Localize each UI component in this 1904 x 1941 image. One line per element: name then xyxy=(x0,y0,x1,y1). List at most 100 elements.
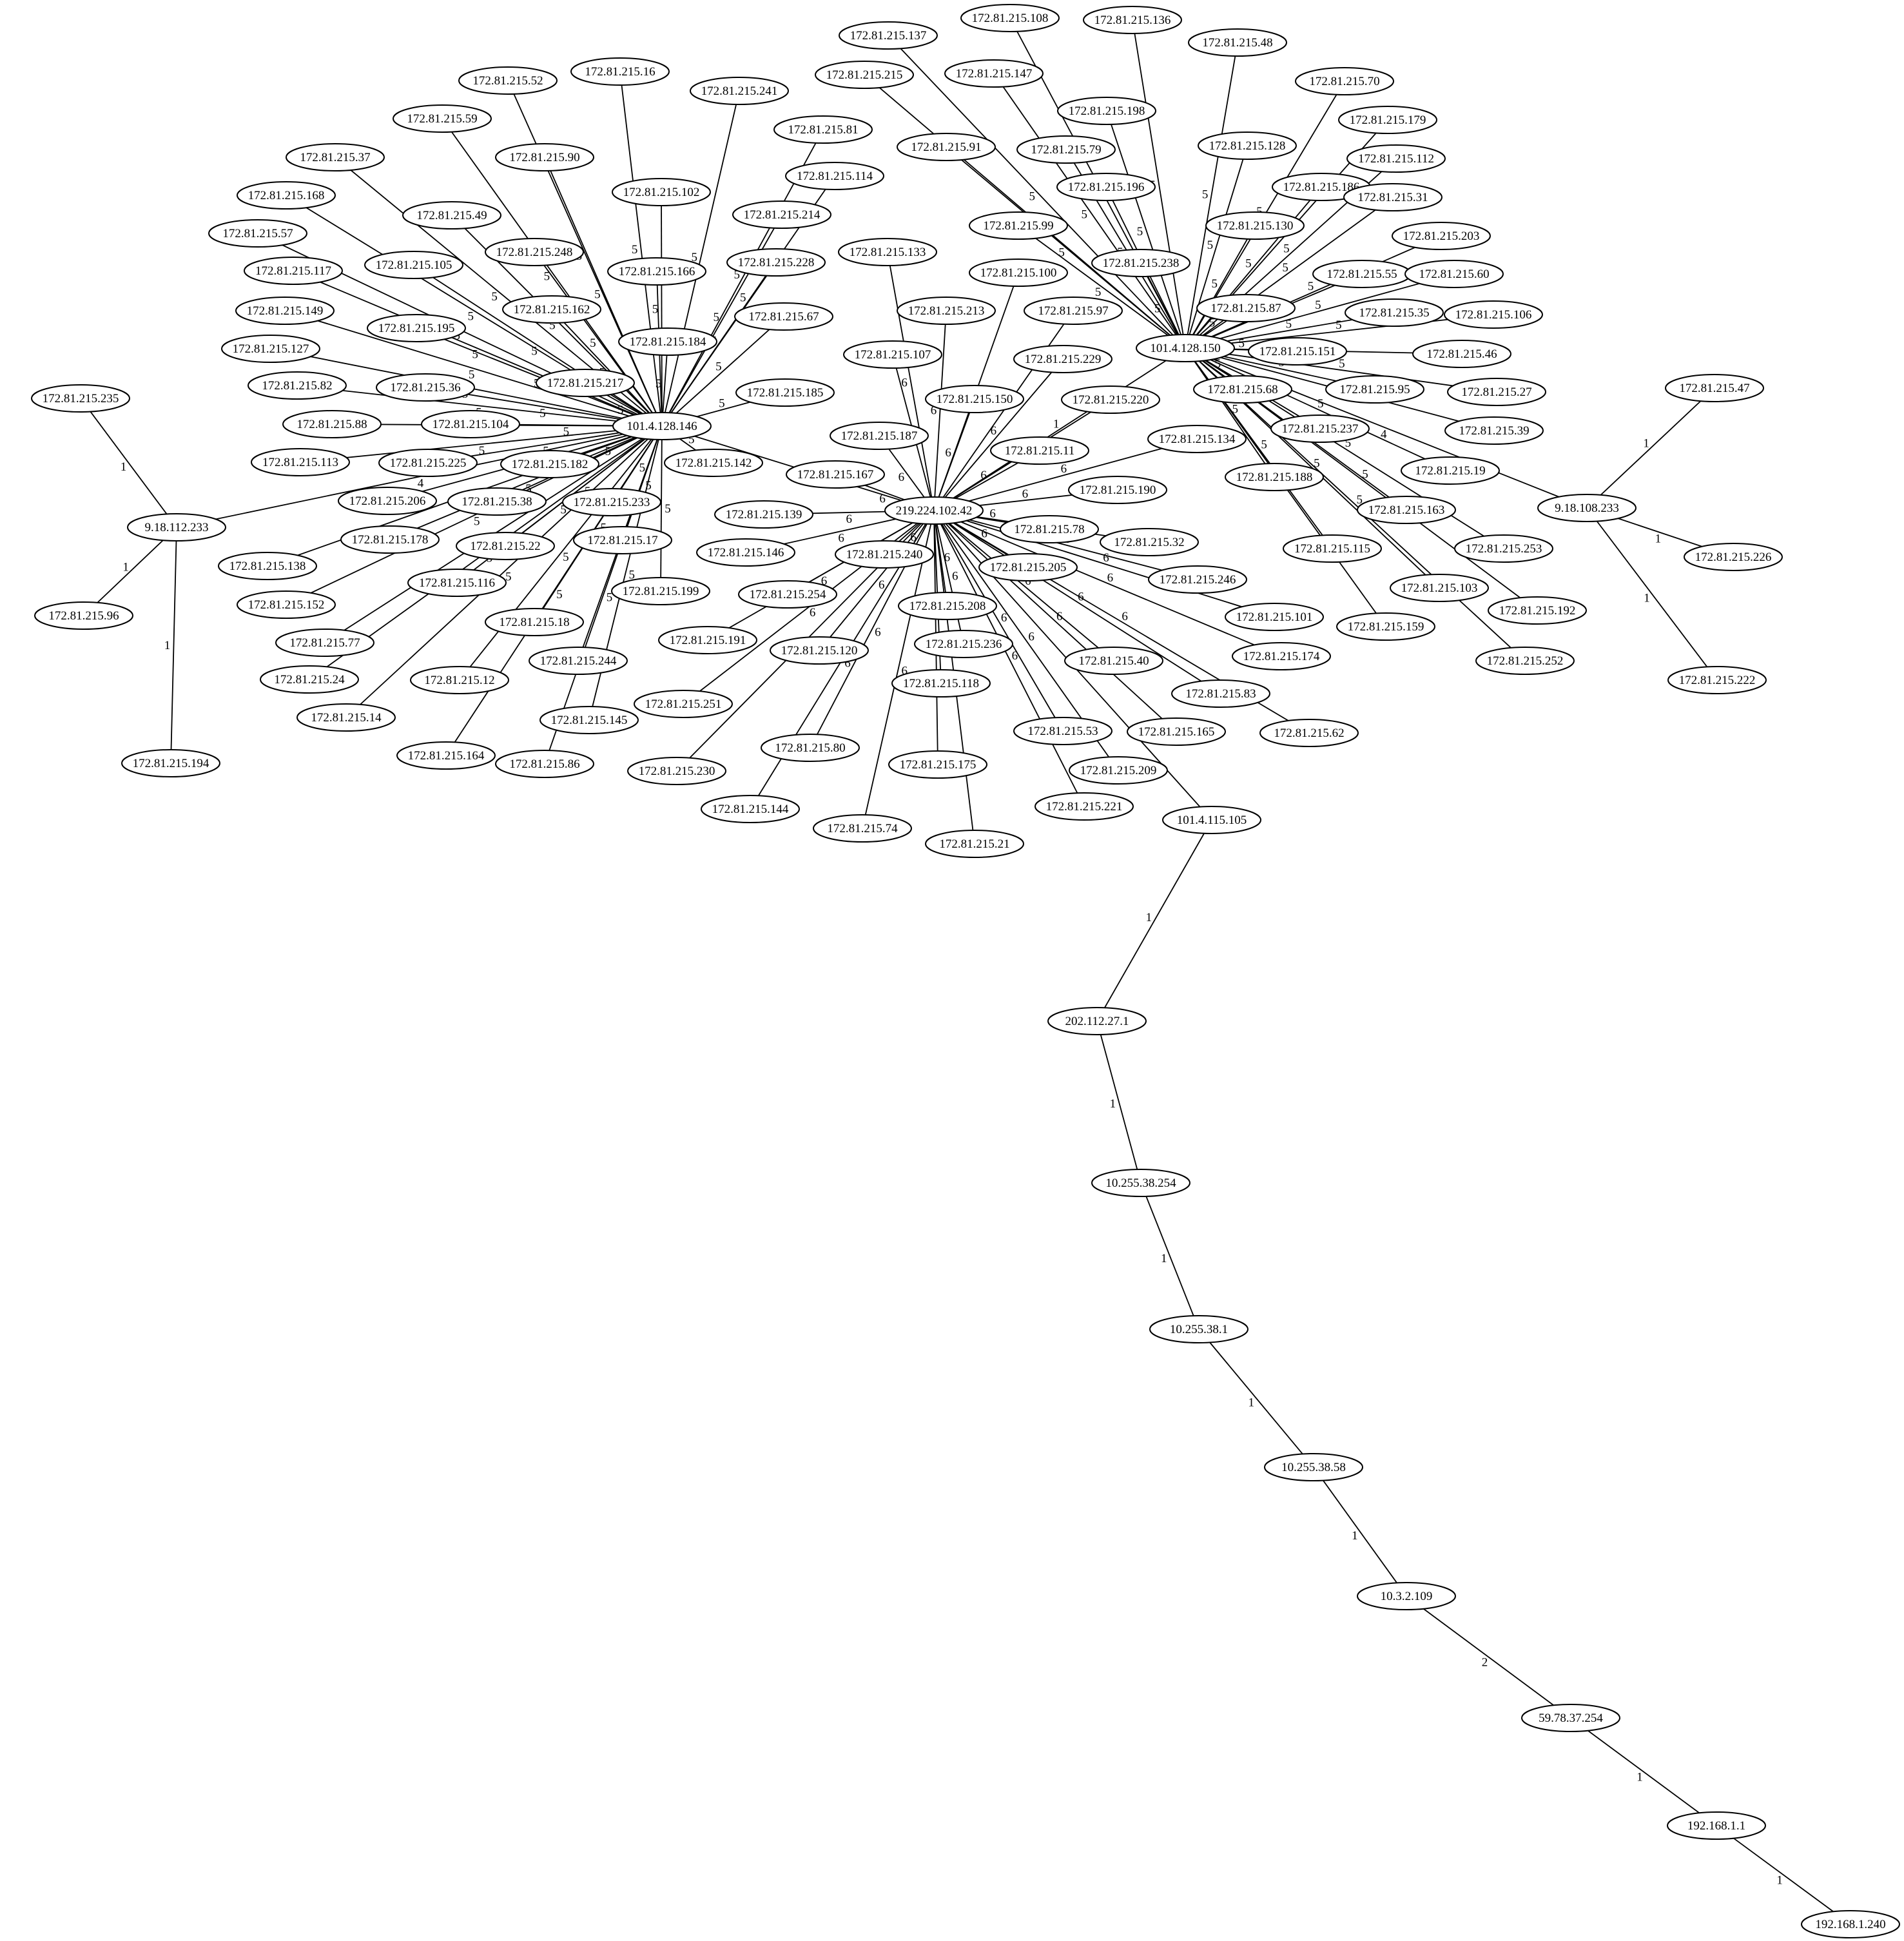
node-ellipse xyxy=(495,750,594,778)
node-label: 172.81.215.163 xyxy=(1368,503,1445,517)
node-101-4-128-150: 101.4.128.150 xyxy=(1136,334,1235,362)
edge-label: 1 xyxy=(121,460,127,474)
node-label: 10.255.38.58 xyxy=(1281,1461,1346,1474)
node-label: 172.81.215.229 xyxy=(1025,353,1102,366)
edge-192-168-1-1-to-192-168-1-240 xyxy=(1716,1825,1851,1925)
node-ellipse xyxy=(1149,1315,1248,1343)
node-172-81-215-248: 172.81.215.248 xyxy=(485,238,584,266)
edge-172-81-215-235-to-9-18-112-233 xyxy=(80,398,177,528)
node-172-81-215-184: 172.81.215.184 xyxy=(618,327,717,356)
node-172-81-215-74: 172.81.215.74 xyxy=(813,814,912,843)
node-172-81-215-68: 172.81.215.68 xyxy=(1193,375,1292,404)
node-172-81-215-106: 172.81.215.106 xyxy=(1444,300,1543,329)
node-172-81-215-209: 172.81.215.209 xyxy=(1069,756,1168,785)
node-label: 172.81.215.205 xyxy=(990,561,1067,574)
edge-label: 5 xyxy=(1345,436,1352,450)
node-ellipse xyxy=(1232,642,1331,670)
node-label: 172.81.215.147 xyxy=(956,67,1033,81)
edge-172-81-215-86-to-101-4-128-146 xyxy=(544,425,663,765)
edge-label: 6 xyxy=(991,424,997,438)
edge-172-81-215-195-to-101-4-128-146 xyxy=(416,327,663,427)
node-172-81-215-118: 172.81.215.118 xyxy=(891,669,991,697)
node-ellipse xyxy=(1401,456,1500,485)
node-label: 10.3.2.109 xyxy=(1381,1590,1433,1603)
node-172-81-215-230: 172.81.215.230 xyxy=(627,757,726,785)
node-label: 172.81.215.130 xyxy=(1217,219,1294,233)
node-ellipse xyxy=(364,251,463,279)
node-172-81-215-16: 172.81.215.16 xyxy=(570,57,670,86)
node-172-81-215-36: 172.81.215.36 xyxy=(376,373,475,402)
node-label: 172.81.215.14 xyxy=(311,711,382,725)
edge-label: 6 xyxy=(844,657,851,670)
node-172-81-215-139: 172.81.215.139 xyxy=(714,500,813,529)
node-172-81-215-151: 172.81.215.151 xyxy=(1248,337,1347,366)
node-ellipse xyxy=(485,608,584,636)
edge-label: 5 xyxy=(1286,318,1292,331)
node-172-81-215-162: 172.81.215.162 xyxy=(502,295,601,324)
node-label: 172.81.215.88 xyxy=(296,418,367,431)
node-label: 172.81.215.21 xyxy=(939,837,1009,851)
node-ellipse xyxy=(367,314,466,342)
edge-172-81-215-191-to-219-224-102-42 xyxy=(707,510,935,641)
node-label: 172.81.215.138 xyxy=(229,560,306,573)
node-172-81-215-79: 172.81.215.79 xyxy=(1016,135,1116,164)
edge-101-4-128-150-to-219-224-102-42 xyxy=(933,347,1186,511)
node-172-81-215-104: 172.81.215.104 xyxy=(421,410,520,438)
node-ellipse xyxy=(1193,375,1292,404)
node-label: 172.81.215.49 xyxy=(416,209,487,222)
node-172-81-215-164: 172.81.215.164 xyxy=(396,741,496,770)
edge-59-78-37-254-to-192-168-1-1 xyxy=(1570,1717,1717,1826)
node-ellipse xyxy=(536,369,635,397)
node-label: 172.81.215.240 xyxy=(846,548,923,561)
node-172-81-215-238: 172.81.215.238 xyxy=(1091,249,1190,277)
edge-label: 5 xyxy=(590,337,596,350)
edge-172-81-215-83-to-219-224-102-42 xyxy=(933,510,1221,694)
node-172-81-215-144: 172.81.215.144 xyxy=(701,795,800,823)
node-ellipse xyxy=(221,335,320,363)
node-ellipse xyxy=(897,297,996,325)
edge-label: 5 xyxy=(1282,261,1288,275)
node-ellipse xyxy=(237,181,336,210)
edge-label: 5 xyxy=(628,568,635,581)
edge-label: 1 xyxy=(164,639,171,652)
node-ellipse xyxy=(1013,717,1112,745)
node-ellipse xyxy=(786,460,885,489)
node-label: 172.81.215.235 xyxy=(43,392,119,405)
node-label: 172.81.215.39 xyxy=(1459,424,1529,438)
node-label: 172.81.215.175 xyxy=(900,758,976,772)
node-172-81-215-221: 172.81.215.221 xyxy=(1035,792,1134,821)
node-label: 172.81.215.184 xyxy=(630,335,706,349)
edge-label: 5 xyxy=(714,311,720,324)
node-172-81-215-105: 172.81.215.105 xyxy=(364,251,463,279)
edge-label: 5 xyxy=(468,310,474,324)
node-ellipse xyxy=(1295,67,1394,95)
node-172-81-215-147: 172.81.215.147 xyxy=(944,59,1044,88)
edge-label: 5 xyxy=(1239,337,1245,351)
node-label: 172.81.215.178 xyxy=(352,533,429,547)
edge-172-81-215-162-to-101-4-128-146 xyxy=(551,309,663,427)
edge-label: 1 xyxy=(122,560,129,574)
node-ellipse xyxy=(1412,340,1511,368)
node-label: 172.81.215.217 xyxy=(547,376,624,390)
node-label: 172.81.215.188 xyxy=(1236,471,1313,484)
edge-label: 6 xyxy=(1122,610,1128,623)
node-172-81-215-88: 172.81.215.88 xyxy=(282,410,382,438)
node-172-81-215-97: 172.81.215.97 xyxy=(1024,297,1123,325)
node-label: 172.81.215.86 xyxy=(509,757,579,771)
node-label: 172.81.215.35 xyxy=(1359,306,1429,320)
edge-label: 5 xyxy=(1315,298,1321,312)
node-label: 172.81.215.220 xyxy=(1073,393,1149,407)
node-label: 172.81.215.137 xyxy=(850,29,927,43)
edge-label: 5 xyxy=(1202,188,1209,201)
node-172-81-215-22: 172.81.215.22 xyxy=(456,532,555,560)
node-ellipse xyxy=(340,525,440,554)
node-ellipse xyxy=(402,201,501,229)
node-172-81-215-116: 172.81.215.116 xyxy=(407,569,507,597)
node-label: 172.81.215.179 xyxy=(1350,113,1426,127)
node-ellipse xyxy=(500,450,599,478)
node-label: 172.81.215.120 xyxy=(781,644,858,658)
node-172-81-215-40: 172.81.215.40 xyxy=(1064,647,1163,675)
node-172-81-215-96: 172.81.215.96 xyxy=(34,601,133,630)
node-label: 172.81.215.36 xyxy=(390,381,460,395)
edge-label: 6 xyxy=(945,446,951,460)
